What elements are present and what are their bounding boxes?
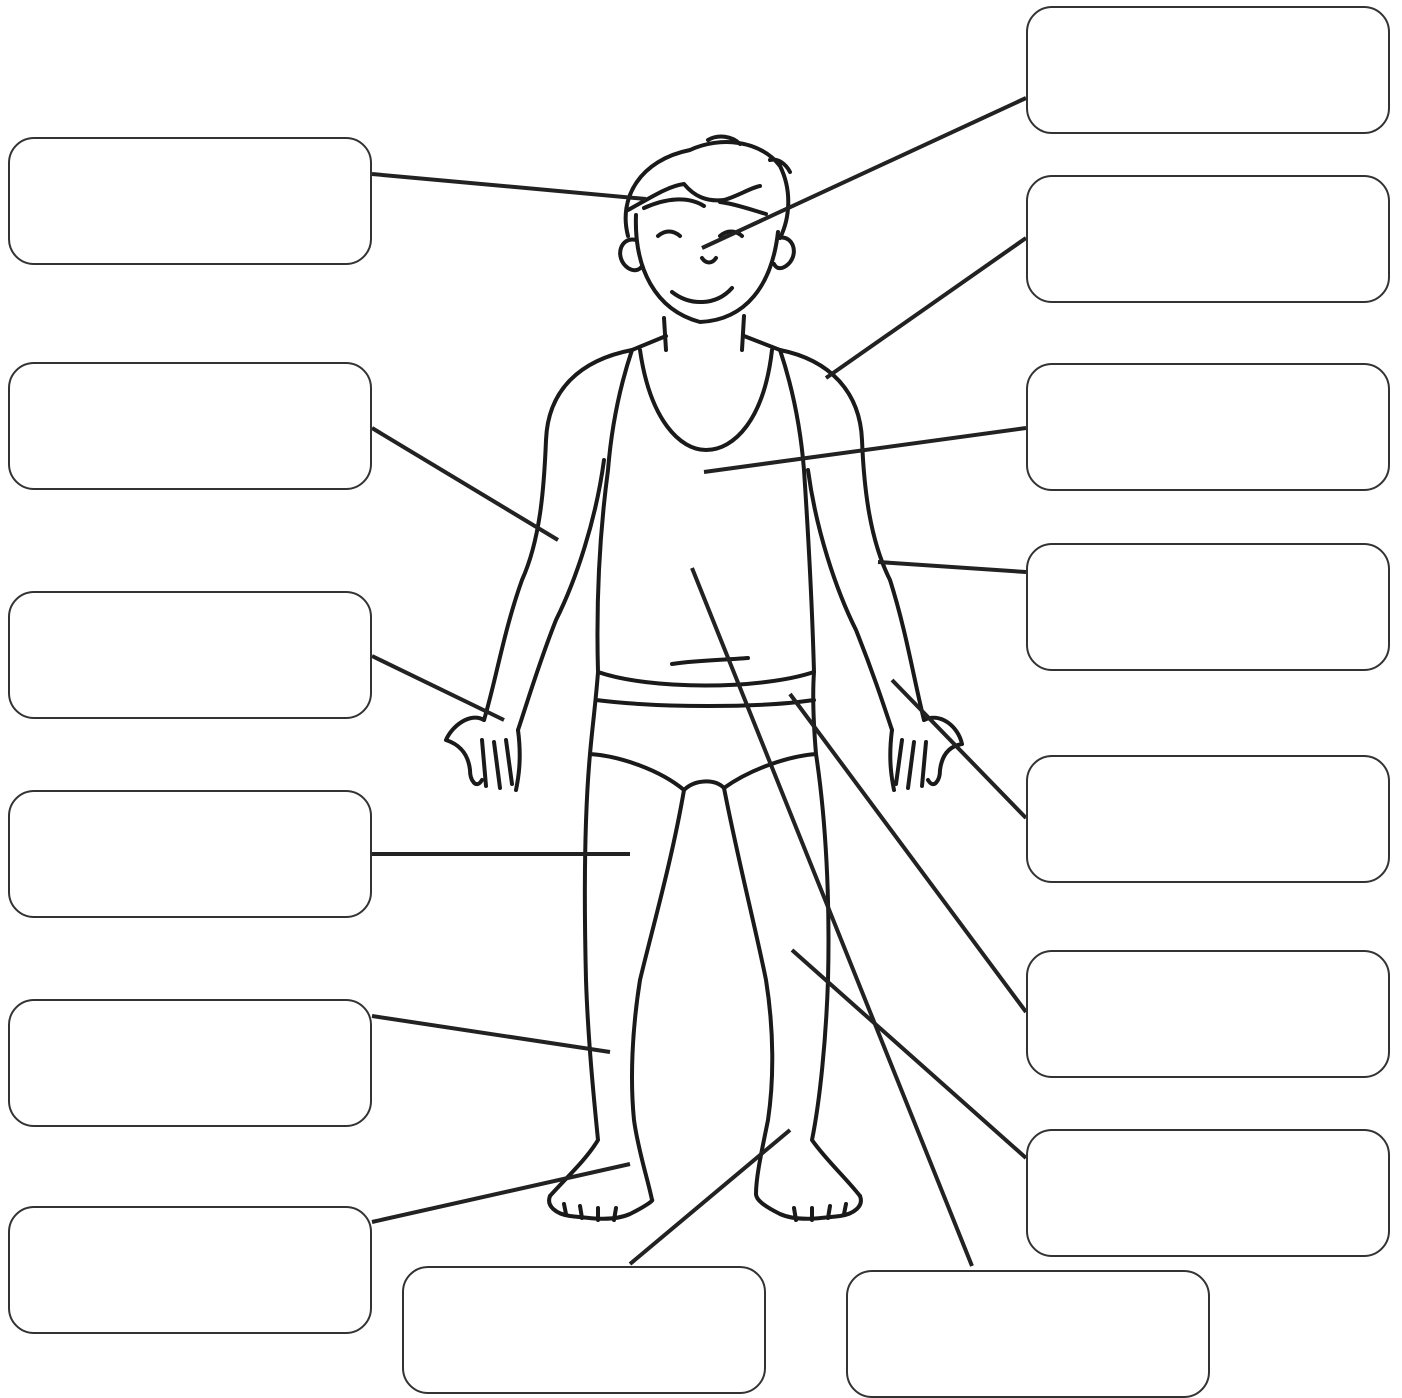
leader-shin bbox=[372, 1016, 610, 1052]
label-box-right-1[interactable] bbox=[1026, 6, 1390, 134]
vest-hem bbox=[672, 658, 748, 664]
right-arm bbox=[780, 350, 924, 730]
label-box-bottom-2[interactable] bbox=[846, 1270, 1210, 1398]
label-box-left-2[interactable] bbox=[8, 362, 372, 490]
nose bbox=[702, 258, 716, 263]
leader-belly bbox=[692, 568, 972, 1266]
label-box-left-3[interactable] bbox=[8, 591, 372, 719]
mouth bbox=[672, 288, 732, 302]
leader-elbow bbox=[878, 562, 1026, 572]
right-foot bbox=[756, 1194, 861, 1220]
label-box-right-5[interactable] bbox=[1026, 755, 1390, 883]
vest-straps bbox=[632, 336, 780, 350]
leader-hand-left bbox=[372, 656, 504, 720]
briefs bbox=[590, 672, 816, 790]
leader-eye bbox=[702, 98, 1026, 248]
label-box-left-4[interactable] bbox=[8, 790, 372, 918]
leader-lines bbox=[372, 98, 1026, 1266]
vest bbox=[597, 350, 814, 686]
label-box-right-4[interactable] bbox=[1026, 543, 1390, 671]
label-box-left-1[interactable] bbox=[8, 137, 372, 265]
boy-figure bbox=[446, 137, 962, 1220]
label-box-left-6[interactable] bbox=[8, 1206, 372, 1334]
label-box-right-6[interactable] bbox=[1026, 950, 1390, 1078]
leader-hair bbox=[372, 174, 646, 199]
label-box-right-7[interactable] bbox=[1026, 1129, 1390, 1257]
leader-knee bbox=[792, 950, 1026, 1158]
leader-ankle bbox=[630, 1130, 790, 1264]
hair bbox=[626, 137, 790, 238]
label-box-right-2[interactable] bbox=[1026, 175, 1390, 303]
label-box-left-5[interactable] bbox=[8, 999, 372, 1127]
hair-fringe bbox=[644, 199, 766, 214]
face-outline bbox=[636, 215, 778, 322]
left-eye bbox=[658, 232, 680, 237]
left-foot bbox=[549, 1196, 652, 1220]
left-hand bbox=[446, 718, 520, 790]
vest-neckline bbox=[640, 350, 772, 450]
leader-foot bbox=[372, 1164, 630, 1222]
label-box-right-3[interactable] bbox=[1026, 363, 1390, 491]
label-box-bottom-1[interactable] bbox=[402, 1266, 766, 1394]
right-hand bbox=[890, 718, 962, 790]
leader-upper-arm bbox=[372, 428, 558, 540]
left-leg bbox=[550, 754, 684, 1200]
leader-shoulder bbox=[826, 238, 1026, 378]
